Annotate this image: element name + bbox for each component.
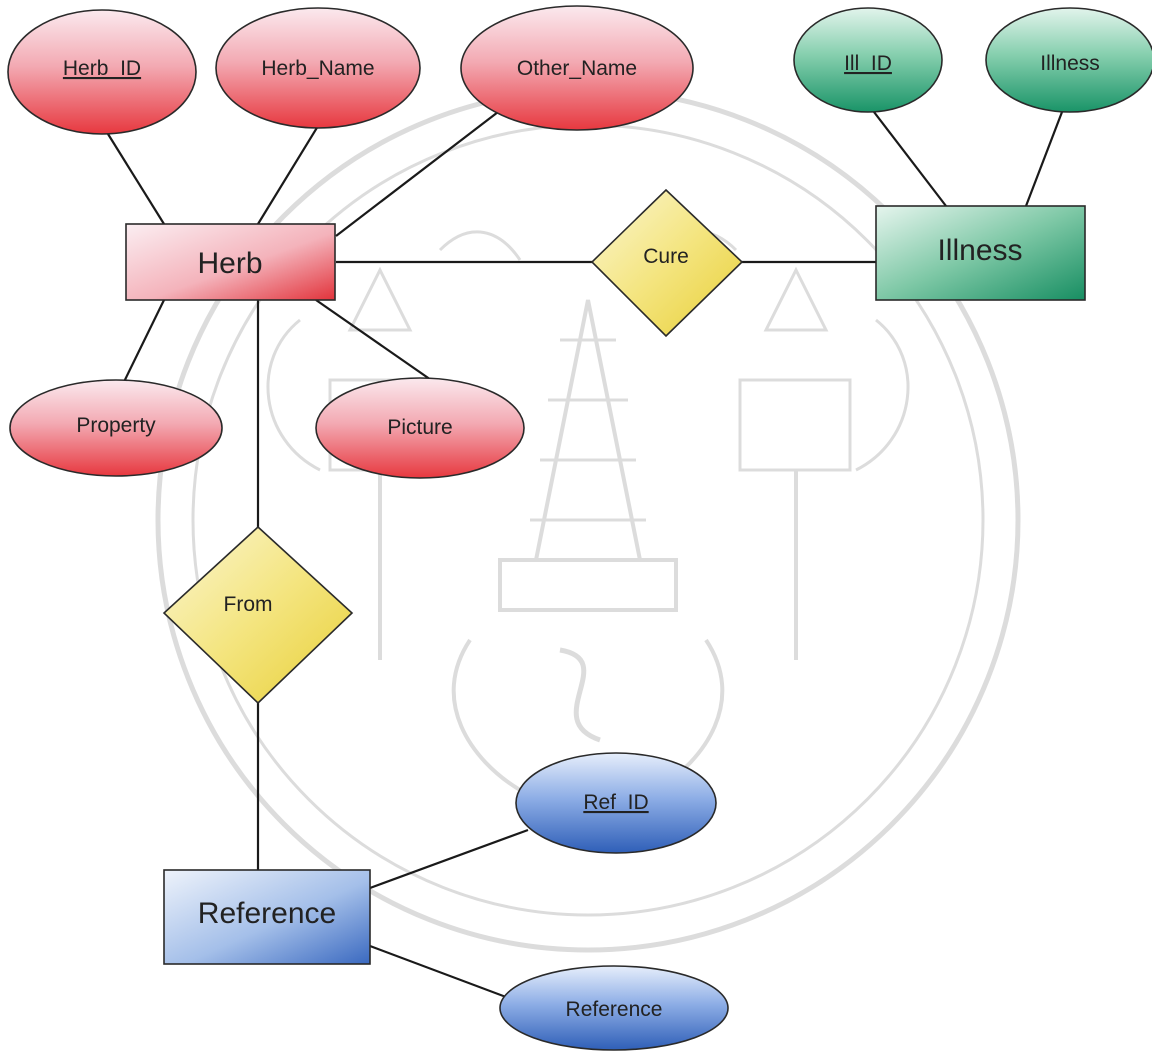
attribute-other-name: Other_Name	[460, 5, 694, 131]
attribute-property-label: Property	[76, 414, 156, 437]
connector-lines	[107, 111, 1064, 1002]
attribute-picture: Picture	[315, 377, 525, 479]
attribute-herb-id-label: Herb_ID	[63, 57, 141, 80]
attribute-illness-label: Illness	[1040, 52, 1100, 75]
entity-illness: Illness	[875, 205, 1086, 301]
attribute-picture-label: Picture	[387, 416, 452, 439]
entity-herb: Herb	[125, 223, 336, 301]
attribute-ref-id-label: Ref_ID	[583, 791, 648, 814]
attribute-ill-id-label: Ill_ID	[844, 52, 892, 75]
attribute-property: Property	[9, 379, 223, 477]
relationship-from-label: From	[224, 593, 273, 616]
relationship-cure: Cure	[590, 188, 744, 338]
entity-reference-label: Reference	[198, 897, 336, 930]
entity-illness-label: Illness	[937, 234, 1022, 267]
attribute-herb-id: Herb_ID	[7, 9, 197, 135]
attribute-herb-name: Herb_Name	[215, 7, 421, 129]
attribute-herb-name-label: Herb_Name	[261, 57, 374, 80]
attribute-ill-id: Ill_ID	[793, 7, 943, 113]
entity-reference: Reference	[163, 869, 371, 965]
attribute-illness: Illness	[985, 7, 1152, 113]
relationship-cure-label: Cure	[643, 245, 689, 268]
relationship-from: From	[162, 525, 354, 705]
attribute-ref-id: Ref_ID	[515, 752, 717, 854]
attribute-reference-label: Reference	[566, 998, 663, 1021]
attribute-other-name-label: Other_Name	[517, 57, 637, 80]
entity-herb-label: Herb	[197, 247, 262, 280]
attribute-reference: Reference	[499, 965, 729, 1051]
